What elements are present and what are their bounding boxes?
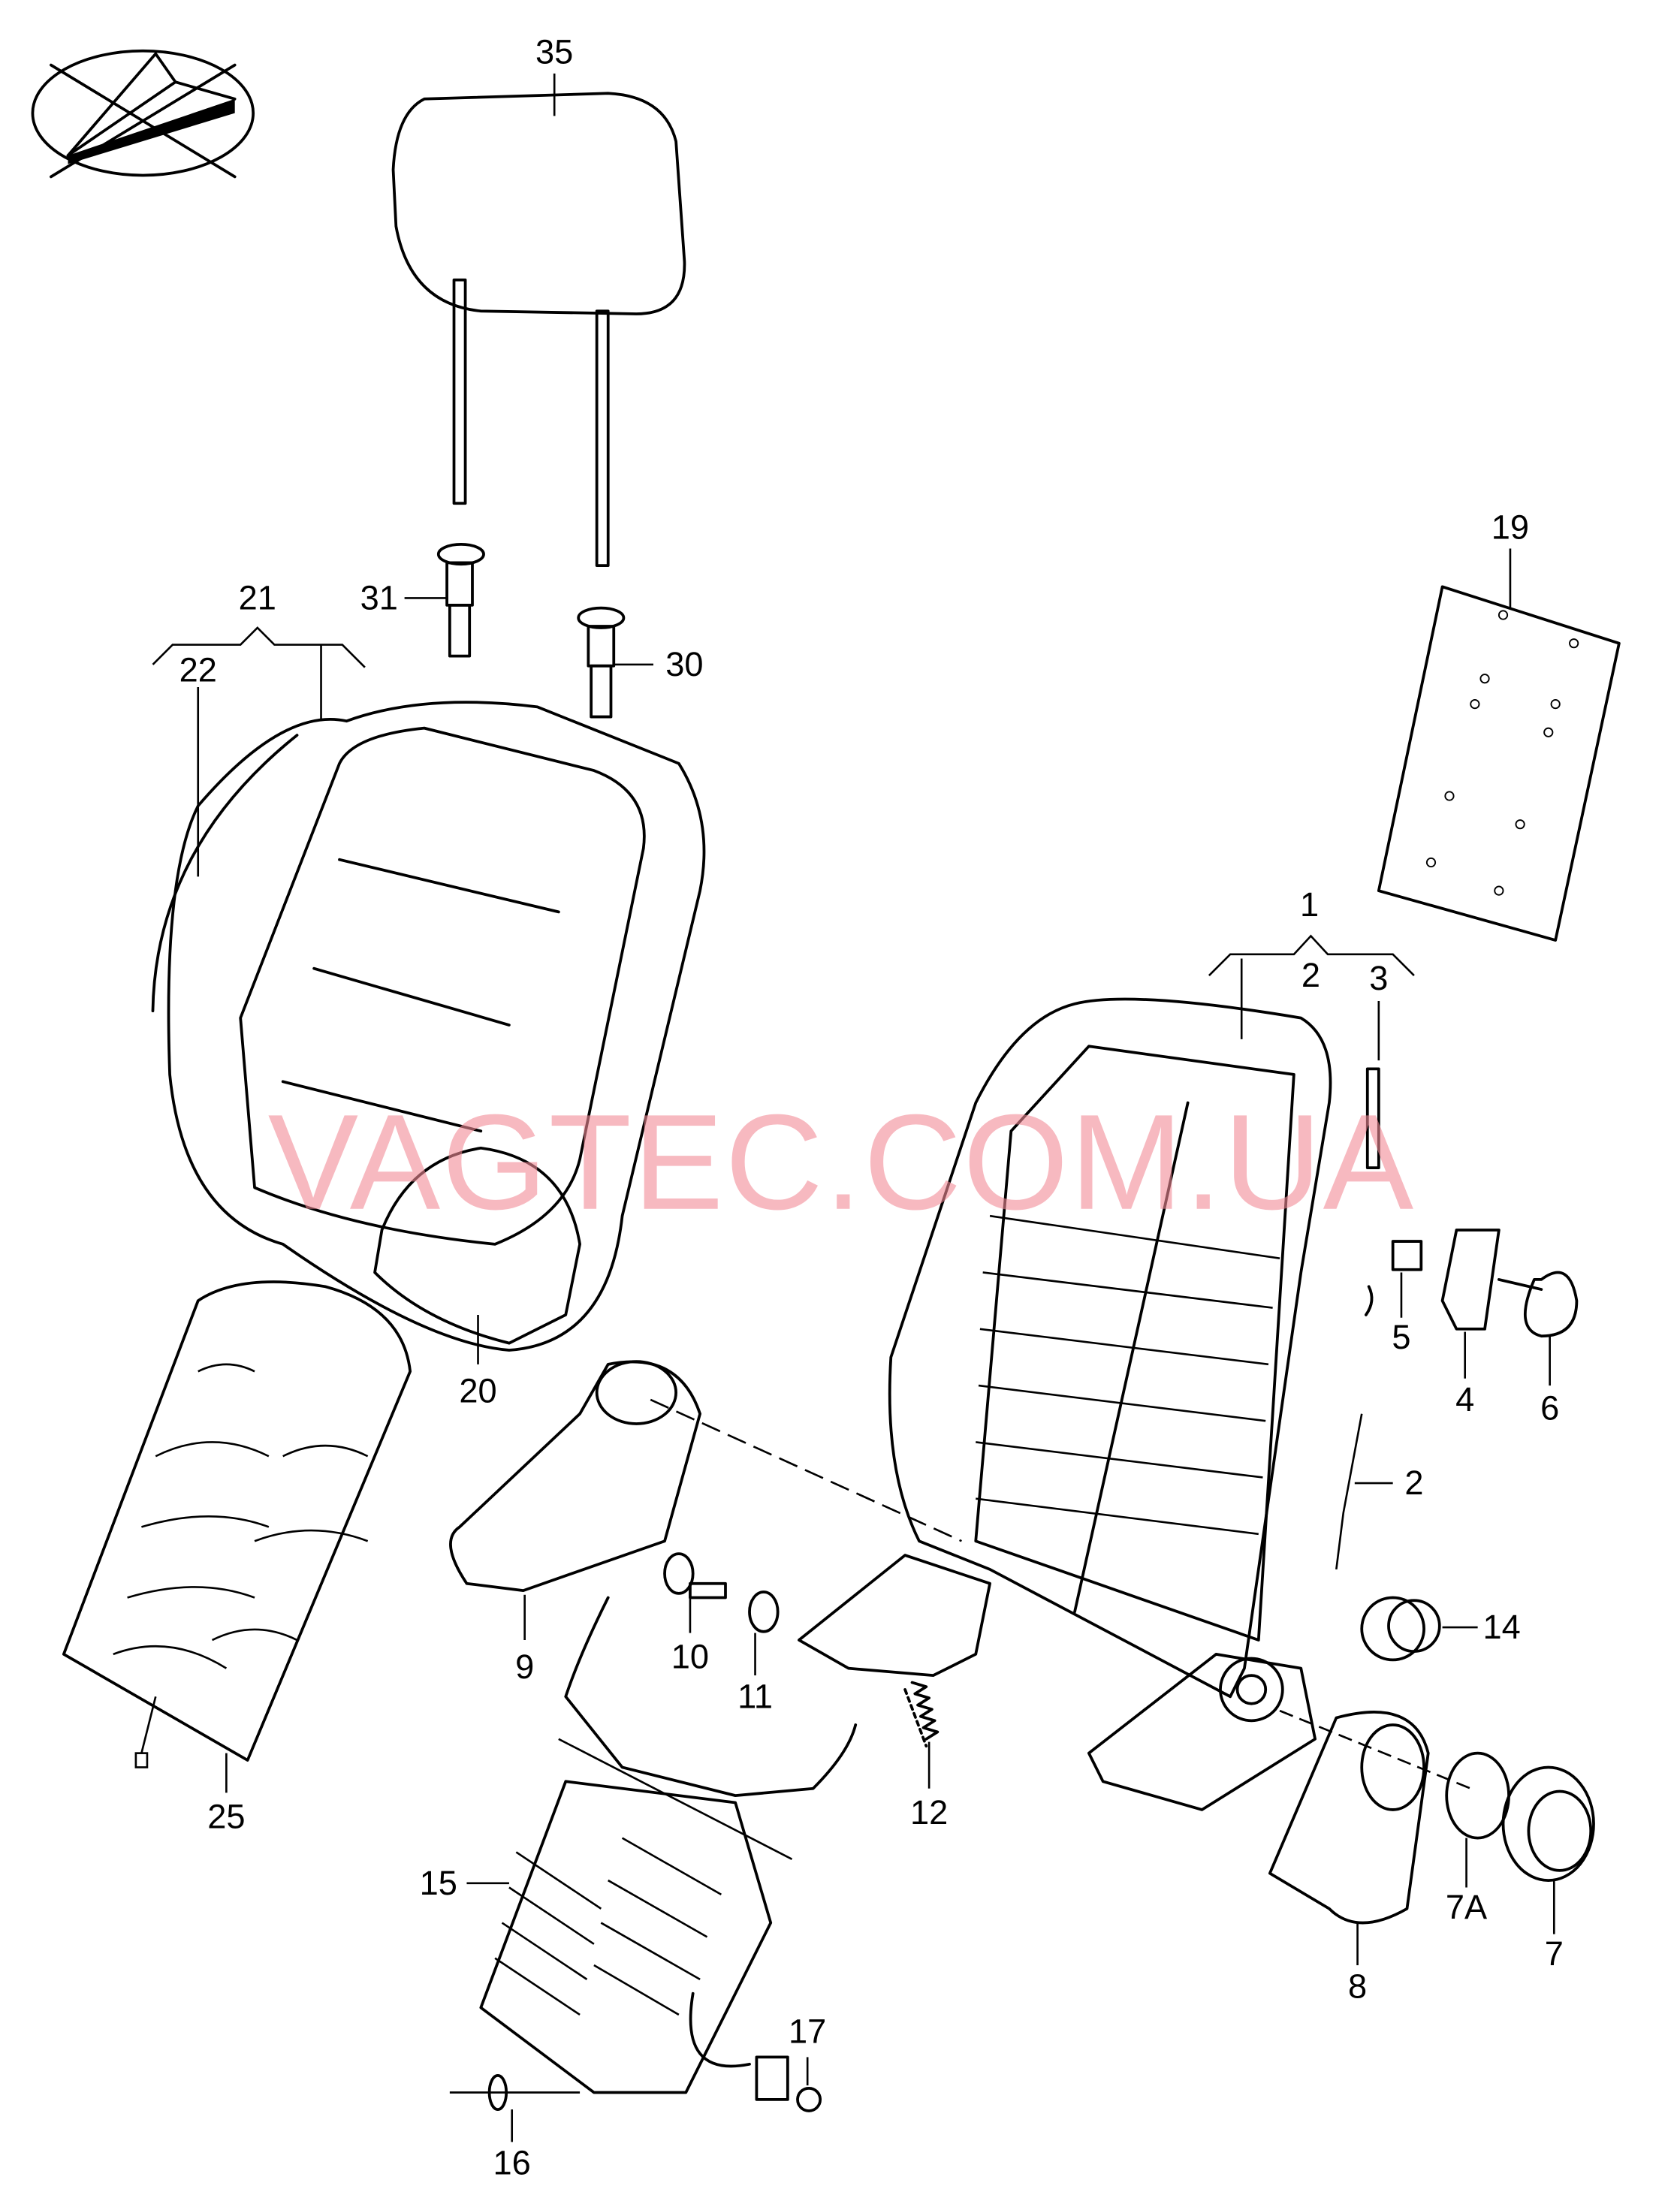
orientation-icon — [31, 49, 255, 179]
part-release-handle — [1354, 1229, 1579, 1485]
callout-22: 22 — [179, 650, 217, 689]
part-heating-mat — [62, 1280, 412, 1793]
part-bolt-and-bushing — [663, 1552, 780, 1676]
callout-30: 30 — [665, 645, 703, 683]
callout-25: 25 — [207, 1797, 245, 1835]
callout-11: 11 — [737, 1677, 773, 1715]
callout-20: 20 — [459, 1372, 496, 1410]
callout-3: 3 — [1369, 959, 1388, 997]
callout-14: 14 — [1483, 1608, 1521, 1646]
callout-7a: 7A — [1446, 1888, 1488, 1926]
part-side-trim — [449, 1360, 962, 1641]
watermark: VAGTEC.COM.UA — [268, 1087, 1415, 1238]
part-headrest-guides — [404, 542, 653, 719]
part-lumbar-support — [449, 1596, 858, 2142]
part-back-panel — [1377, 548, 1621, 942]
callout-10: 10 — [671, 1638, 709, 1676]
part-backrest-cover — [151, 701, 706, 1364]
callout-8: 8 — [1348, 1967, 1367, 2005]
callout-17: 17 — [789, 2013, 826, 2051]
callout-19: 19 — [1491, 508, 1529, 546]
callout-5: 5 — [1392, 1318, 1410, 1356]
part-knob — [1360, 1596, 1425, 1662]
callout-1: 1 — [1300, 885, 1319, 924]
part-backrest-frame — [798, 997, 1478, 1811]
callout-7: 7 — [1545, 1934, 1564, 1973]
callout-31: 31 — [360, 578, 398, 617]
callout-15: 15 — [420, 1864, 457, 1902]
callout-4: 4 — [1455, 1380, 1474, 1419]
callout-9: 9 — [515, 1648, 534, 1686]
part-cover-and-knob — [1268, 1709, 1595, 1966]
part-headrest — [391, 73, 686, 567]
callout-16: 16 — [493, 2144, 531, 2182]
callout-6: 6 — [1540, 1388, 1559, 1427]
callout-12: 12 — [910, 1793, 948, 1832]
part-spring — [910, 1681, 940, 1741]
callout-2-cable: 2 — [1404, 1464, 1423, 1502]
callout-2-top: 2 — [1301, 956, 1320, 994]
callout-21: 21 — [239, 578, 276, 617]
callout-35: 35 — [535, 33, 573, 71]
callout-labels: 35 31 30 21 22 20 25 9 10 11 12 15 16 17… — [179, 33, 1564, 2182]
